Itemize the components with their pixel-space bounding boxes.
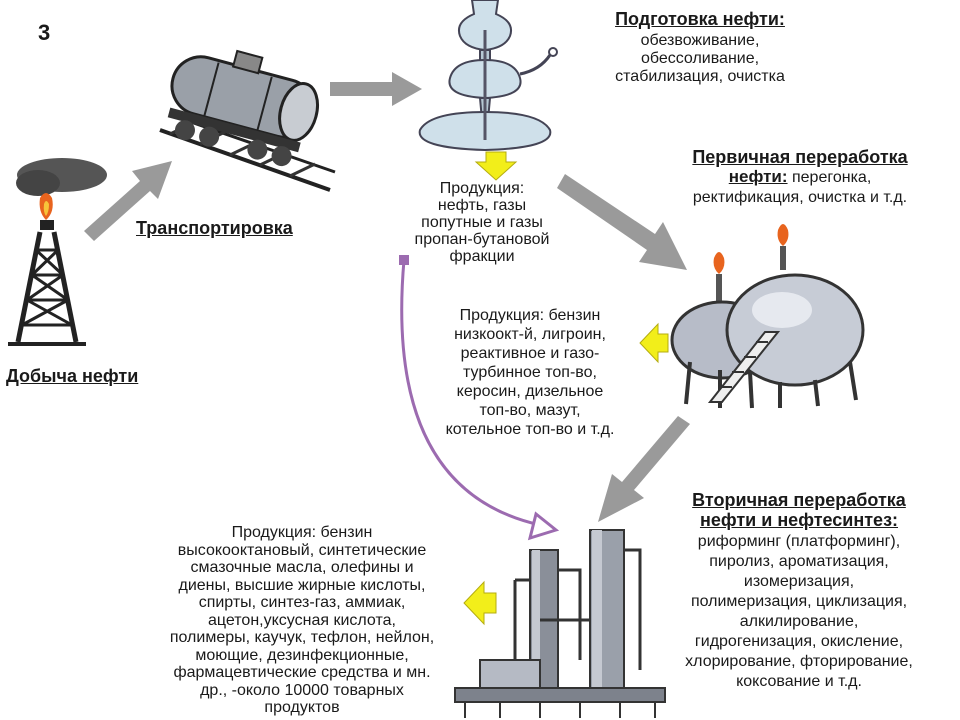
slide-number: 3 xyxy=(38,20,51,45)
transport-title: Транспортировка xyxy=(136,218,293,238)
arrow-yellow-down xyxy=(474,151,518,181)
products-primary-line: Продукция: бензин xyxy=(459,307,601,324)
refinery-spheres-icon xyxy=(670,224,865,409)
primary-title-rest: перегонка, xyxy=(787,169,872,186)
products-primary-line: низкоокт-й, лигроин, xyxy=(454,326,606,343)
primary-title: Первичная переработка xyxy=(692,147,908,167)
arrow-extraction-to-transport xyxy=(84,161,172,241)
secondary-line: изомеризация, xyxy=(743,573,855,590)
products-secondary-line: спирты, синтез-газ, аммиак, xyxy=(198,594,406,611)
secondary-line: хлорирование, фторирование, xyxy=(685,653,913,670)
products-primary-block: Продукция: бензин низкоокт-й, лигроин, р… xyxy=(418,306,642,439)
primary-line: ректификация, очистка и т.д. xyxy=(692,189,908,206)
products-secondary-line: смазочные масла, олефины и xyxy=(190,559,414,576)
products-prep-line: попутные и газы xyxy=(421,214,543,231)
preparation-line: стабилизация, очистка xyxy=(615,68,785,85)
products-prep-block: Продукция: нефть, газы попутные и газы п… xyxy=(392,180,572,265)
secondary-line: гидрогенизация, окисление, xyxy=(694,633,904,650)
preparation-line: обезвоживание, xyxy=(640,32,760,49)
secondary-line: алкилирование, xyxy=(739,613,859,630)
products-secondary-line: ацетон,уксусная кислота, xyxy=(208,611,396,629)
secondary-title: Вторичная переработка xyxy=(692,490,906,510)
products-prep-line: Продукция: xyxy=(439,180,525,197)
arrow-transport-to-preparation xyxy=(330,72,422,106)
products-primary-line: керосин, дизельное xyxy=(456,383,604,400)
primary-title-2: нефти: xyxy=(728,167,788,186)
primary-block: Первичная переработка нефти: перегонка, … xyxy=(640,148,960,207)
products-secondary-line: полимеры, каучук, тефлон, нейлон, xyxy=(169,629,435,646)
oil-derrick-icon xyxy=(8,158,107,346)
products-prep-line: пропан-бутановой xyxy=(414,231,550,248)
secondary-line: коксование и т.д. xyxy=(736,673,862,690)
products-prep-line: нефть, газы xyxy=(437,197,527,214)
preparation-apparatus-icon xyxy=(418,0,558,152)
preparation-line: обессоливание, xyxy=(640,50,760,67)
products-secondary-line: фармацевтические средства и мн. xyxy=(173,664,431,681)
products-secondary-line: др., -около 10000 товарных xyxy=(200,681,404,699)
preparation-title: Подготовка нефти: xyxy=(615,9,785,29)
secondary-block: Вторичная переработка нефти и нефтесинте… xyxy=(640,490,958,692)
tank-car-icon xyxy=(159,49,336,192)
arrow-preparation-to-primary xyxy=(557,174,687,270)
products-secondary-line: высокооктановый, синтетические xyxy=(177,541,427,559)
arrow-purple-bypass xyxy=(399,255,560,541)
products-secondary-line: продуктов xyxy=(264,699,340,716)
arrow-primary-to-secondary xyxy=(598,416,690,522)
secondary-line: пиролиз, ароматизация, xyxy=(709,553,889,570)
secondary-line: полимеризация, циклизация, xyxy=(690,593,908,610)
secondary-line: риформинг (платформинг), xyxy=(697,533,901,550)
products-primary-line: топ-во, мазут, xyxy=(479,402,581,419)
products-secondary-block: Продукция: бензин высокооктановый, синте… xyxy=(150,524,454,717)
products-secondary-line: Продукция: бензин xyxy=(231,524,373,541)
arrow-yellow-left-secondary xyxy=(463,580,497,626)
arrow-yellow-left-primary xyxy=(639,322,669,364)
products-primary-line: реактивное и газо- xyxy=(460,345,600,362)
preparation-block: Подготовка нефти: обезвоживание, обессол… xyxy=(570,10,830,86)
products-primary-line: турбинное топ-во, xyxy=(463,364,597,381)
distillation-columns-icon xyxy=(454,529,666,718)
extraction-title: Добыча нефти xyxy=(6,366,139,386)
products-prep-line: фракции xyxy=(449,248,515,265)
products-primary-line: котельное топ-во и т.д. xyxy=(445,421,615,438)
secondary-title-2: нефти и нефтесинтез: xyxy=(699,510,899,530)
products-secondary-line: моющие, дезинфекционные, xyxy=(195,646,409,664)
products-secondary-line: диены, высшие жирные кислоты, xyxy=(178,576,426,594)
